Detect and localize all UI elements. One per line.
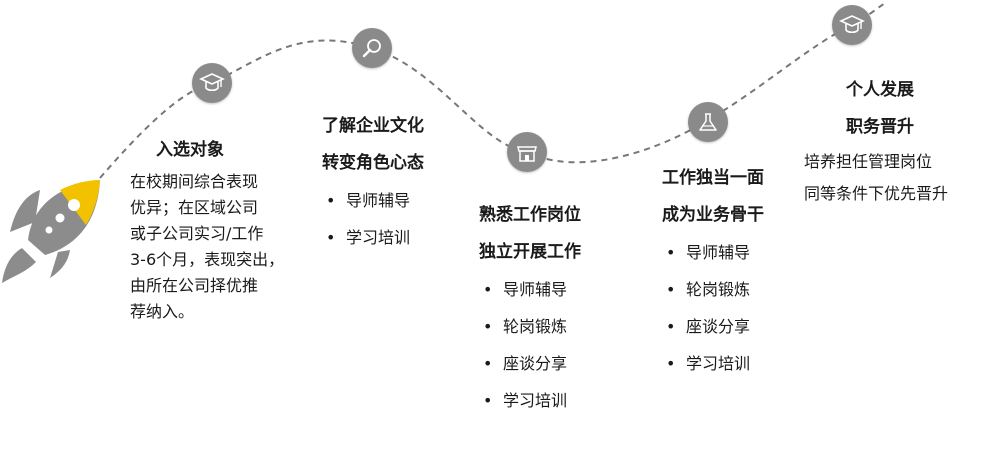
graduation-cap-icon bbox=[199, 73, 225, 92]
stage-2-title-2: 转变角色心态 bbox=[322, 153, 424, 173]
stage-3-node bbox=[507, 132, 547, 172]
stage-1-desc-line-1: 在校期间综合表现 bbox=[130, 172, 259, 191]
stage-3-title-2: 独立开展工作 bbox=[479, 242, 581, 262]
magnifier-icon bbox=[362, 39, 381, 58]
rocket-fin-bottom bbox=[50, 250, 70, 278]
stage-1-desc-line-4: 3-6个月，表现突出， bbox=[130, 250, 285, 269]
stage-4-bullet: 轮岗锻炼 bbox=[658, 271, 778, 308]
rocket-fin-top bbox=[10, 190, 40, 232]
shop-icon bbox=[517, 146, 537, 162]
stage-1-title: 入选对象 bbox=[156, 140, 224, 160]
stage-1: 入选对象 在校期间综合表现 优异；在区域公司 或子公司实习/工作 3-6个月，表… bbox=[130, 132, 320, 325]
stage-4-node bbox=[688, 102, 728, 142]
stage-2-node bbox=[352, 28, 392, 68]
stage-1-desc-line-5: 由所在公司择优推 bbox=[130, 276, 259, 295]
stage-2-title-1: 了解企业文化 bbox=[322, 116, 424, 136]
stage-3-title-1: 熟悉工作岗位 bbox=[479, 205, 581, 225]
stage-4-title-2: 成为业务骨干 bbox=[662, 205, 764, 225]
stage-3-bullets: 导师辅导 轮岗锻炼 座谈分享 学习培训 bbox=[475, 271, 595, 419]
stage-2-bullets: 导师辅导 学习培训 bbox=[318, 182, 438, 256]
stage-1-desc-line-6: 荐纳入。 bbox=[130, 302, 195, 321]
stage-1-desc-line-3: 或子公司实习/工作 bbox=[130, 224, 264, 243]
rocket-flame bbox=[2, 248, 36, 283]
stage-5-title-1: 个人发展 bbox=[846, 80, 914, 100]
rocket-window-2 bbox=[55, 213, 65, 223]
stage-5-line-2: 同等条件下优先晋升 bbox=[804, 184, 949, 203]
stage-5-title-2: 职务晋升 bbox=[846, 117, 914, 137]
stage-2-bullet: 导师辅导 bbox=[318, 182, 438, 219]
stage-1-desc-line-2: 优异；在区域公司 bbox=[130, 198, 259, 217]
stage-3-bullet: 导师辅导 bbox=[475, 271, 595, 308]
stage-2-bullet: 学习培训 bbox=[318, 219, 438, 256]
rocket-icon bbox=[2, 180, 100, 283]
rocket-accent bbox=[60, 180, 100, 225]
stage-3: 熟悉工作岗位 独立开展工作 导师辅导 轮岗锻炼 座谈分享 学习培训 bbox=[465, 197, 595, 419]
stage-1-node bbox=[192, 63, 232, 103]
stage-3-bullet: 轮岗锻炼 bbox=[475, 308, 595, 345]
stage-4-title-1: 工作独当一面 bbox=[662, 168, 764, 188]
stage-5-node bbox=[832, 5, 872, 45]
flask-icon bbox=[699, 113, 717, 131]
stage-4-bullets: 导师辅导 轮岗锻炼 座谈分享 学习培训 bbox=[658, 234, 778, 382]
stage-2: 了解企业文化 转变角色心态 导师辅导 学习培训 bbox=[308, 108, 438, 256]
graduation-cap-icon bbox=[839, 15, 865, 34]
stage-5: 个人发展 职务晋升 培养担任管理岗位 同等条件下优先晋升 bbox=[800, 72, 980, 210]
stage-4-bullet: 学习培训 bbox=[658, 345, 778, 382]
stage-4-bullet: 座谈分享 bbox=[658, 308, 778, 345]
stage-4-bullet: 导师辅导 bbox=[658, 234, 778, 271]
rocket-window-1 bbox=[68, 199, 80, 211]
stage-3-bullet: 座谈分享 bbox=[475, 345, 595, 382]
stage-5-line-1: 培养担任管理岗位 bbox=[804, 152, 933, 171]
stage-3-bullet: 学习培训 bbox=[475, 382, 595, 419]
rocket-window-3 bbox=[45, 226, 53, 234]
stage-4: 工作独当一面 成为业务骨干 导师辅导 轮岗锻炼 座谈分享 学习培训 bbox=[648, 160, 778, 382]
